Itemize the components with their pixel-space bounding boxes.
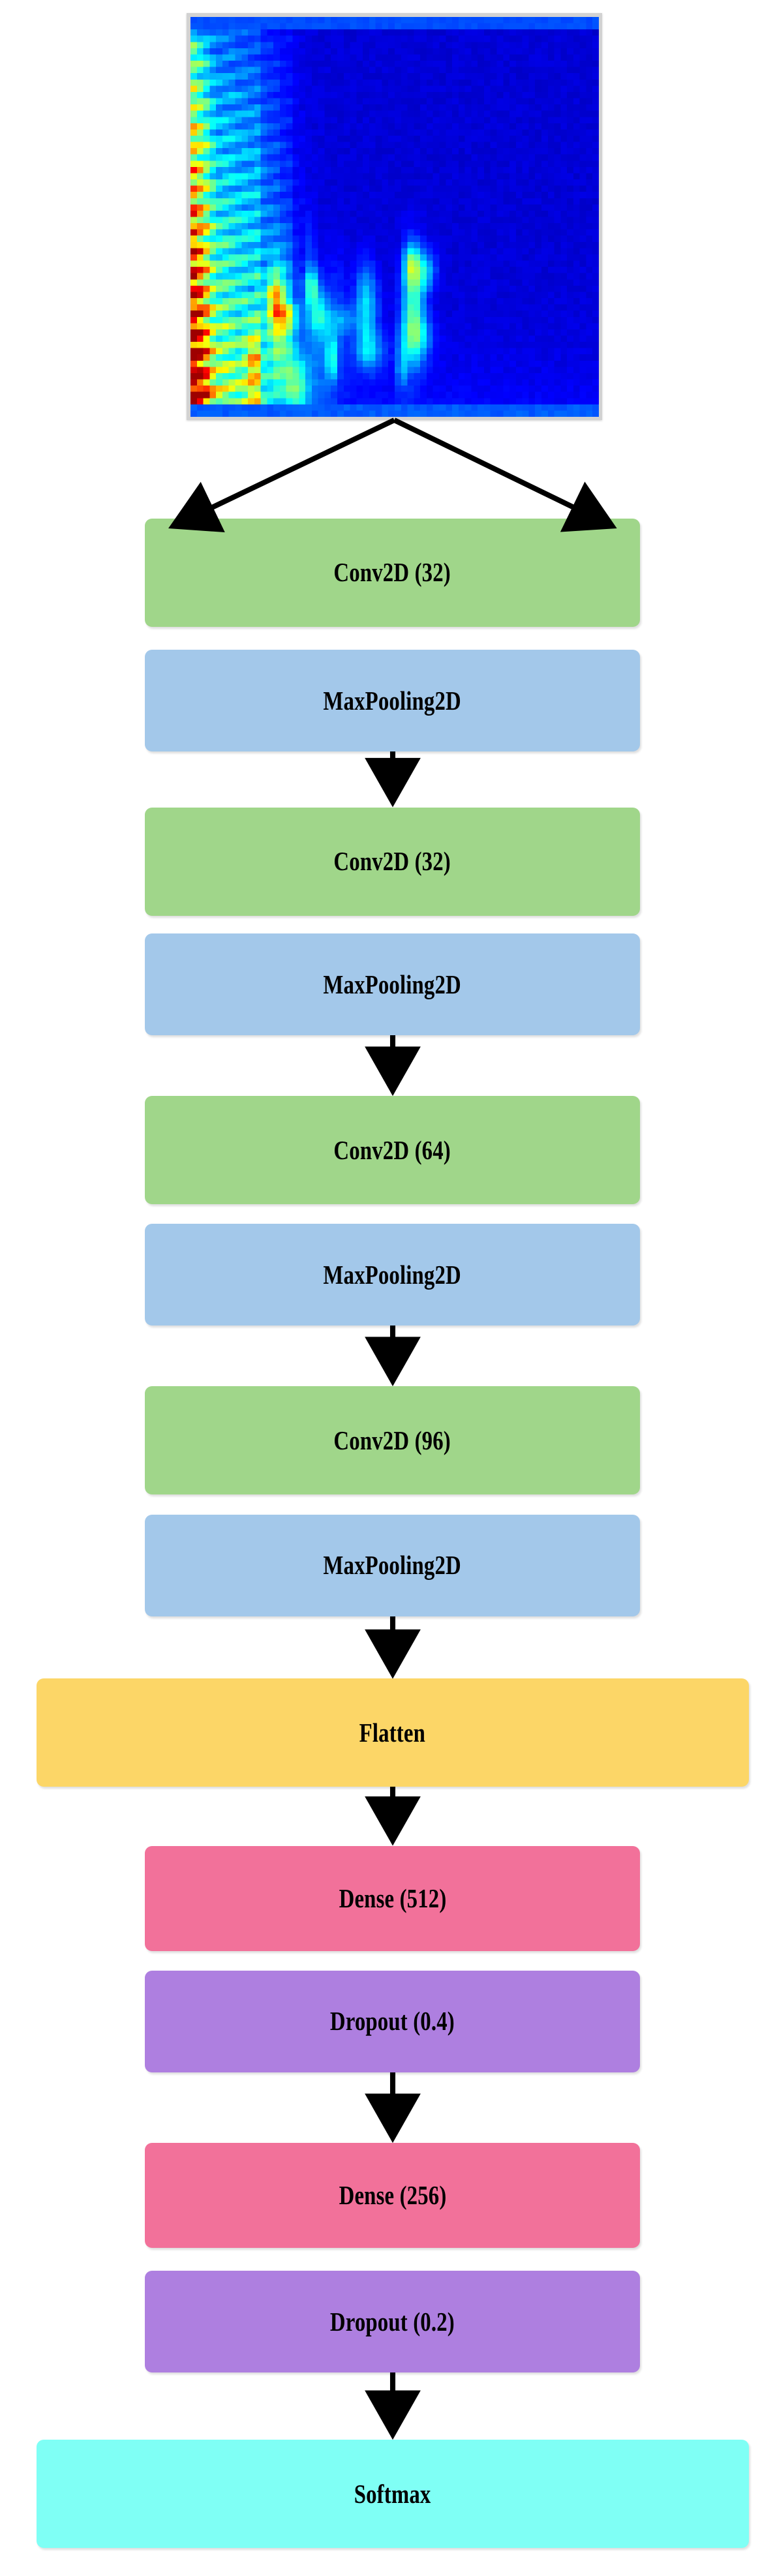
layer-label-conv2d-96: Conv2D (96) bbox=[333, 1425, 451, 1455]
arrow-maxpool-a-to-conv bbox=[364, 751, 421, 808]
layer-box-maxpool-a[interactable]: MaxPooling2D bbox=[145, 650, 640, 751]
layer-box-dropout-02[interactable]: Dropout (0.2) bbox=[145, 2271, 640, 2373]
layer-box-softmax[interactable]: Softmax bbox=[36, 2440, 749, 2549]
layer-label-maxpool-a: MaxPooling2D bbox=[323, 685, 462, 716]
arrow-flatten-to-dense bbox=[364, 1787, 421, 1846]
layer-label-flatten: Flatten bbox=[359, 1717, 426, 1748]
layer-label-maxpool-b: MaxPooling2D bbox=[323, 969, 462, 999]
layer-label-dense-256: Dense (256) bbox=[339, 2179, 446, 2210]
layer-box-dense-512[interactable]: Dense (512) bbox=[145, 1845, 640, 1951]
layer-box-dropout-04[interactable]: Dropout (0.4) bbox=[145, 1970, 640, 2072]
layer-label-conv2d-32-b: Conv2D (32) bbox=[333, 846, 451, 877]
arrow-maxpool-c-to-conv bbox=[364, 1326, 421, 1387]
layer-label-maxpool-d: MaxPooling2D bbox=[323, 1550, 462, 1581]
layer-label-conv2d-32-a: Conv2D (32) bbox=[333, 557, 451, 588]
input-spectrogram bbox=[186, 13, 602, 420]
layer-box-dense-256[interactable]: Dense (256) bbox=[145, 2142, 640, 2248]
layer-box-flatten[interactable]: Flatten bbox=[36, 1678, 749, 1787]
layer-box-conv2d-64[interactable]: Conv2D (64) bbox=[145, 1096, 640, 1205]
layer-box-maxpool-c[interactable]: MaxPooling2D bbox=[145, 1224, 640, 1326]
layer-label-dropout-04: Dropout (0.4) bbox=[330, 2006, 455, 2037]
layer-box-conv2d-32-a[interactable]: Conv2D (32) bbox=[145, 518, 640, 627]
layer-label-maxpool-c: MaxPooling2D bbox=[323, 1259, 462, 1290]
layer-box-maxpool-d[interactable]: MaxPooling2D bbox=[145, 1514, 640, 1616]
layer-box-conv2d-32-b[interactable]: Conv2D (32) bbox=[145, 807, 640, 916]
spectrogram-canvas bbox=[190, 17, 599, 417]
layer-label-softmax: Softmax bbox=[354, 2478, 431, 2509]
layer-box-conv2d-96[interactable]: Conv2D (96) bbox=[145, 1386, 640, 1495]
layer-label-dropout-02: Dropout (0.2) bbox=[330, 2306, 455, 2337]
arrow-maxpool-d-to-flat bbox=[364, 1616, 421, 1679]
arrow-dropout02-to-soft bbox=[364, 2372, 421, 2440]
layer-label-dense-512: Dense (512) bbox=[339, 1883, 446, 1913]
layer-label-conv2d-64: Conv2D (64) bbox=[333, 1134, 451, 1165]
arrow-maxpool-b-to-conv bbox=[364, 1035, 421, 1097]
layer-box-maxpool-b[interactable]: MaxPooling2D bbox=[145, 933, 640, 1036]
arrow-dropout04-to-dense bbox=[364, 2072, 421, 2143]
